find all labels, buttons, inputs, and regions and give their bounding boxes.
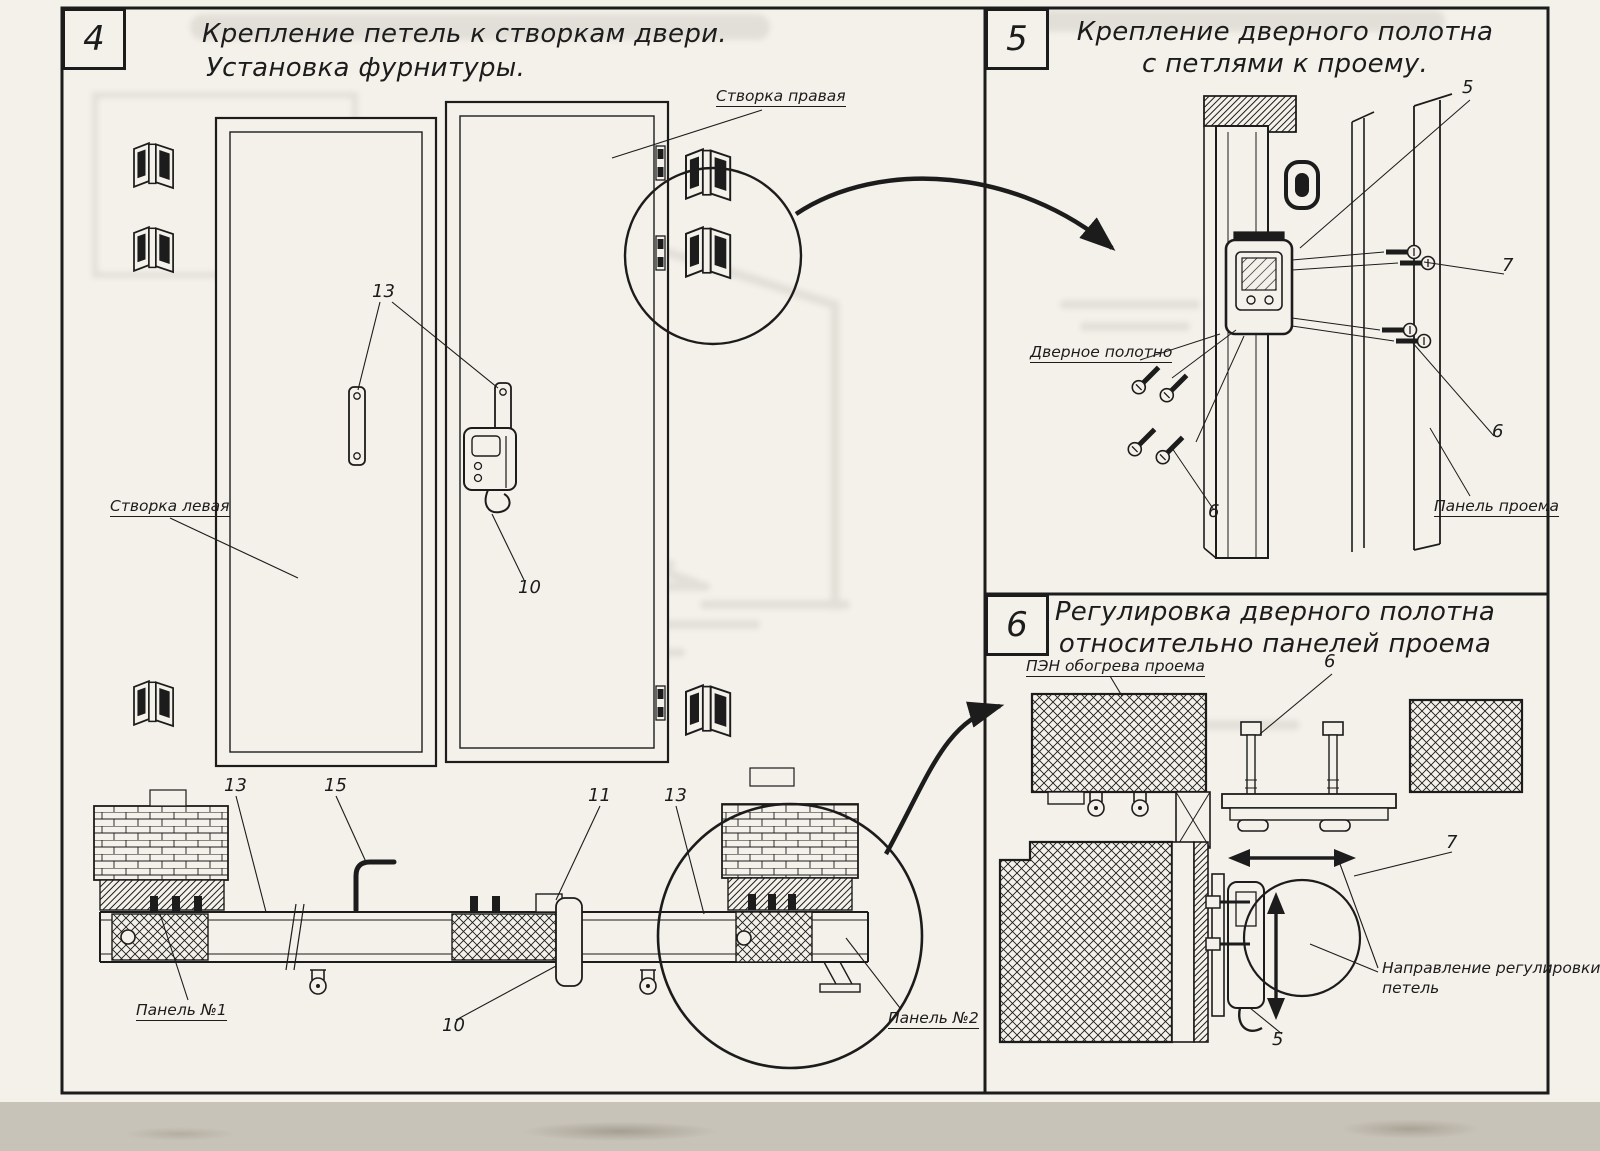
callout-7-plate: 7: [1446, 832, 1458, 853]
scan-edge: [0, 1102, 1600, 1151]
hinge-icons-right: [685, 148, 732, 737]
label-door-leaf: Дверное полотно: [1030, 343, 1173, 364]
callout-13-strips: 13: [372, 281, 395, 302]
panel6-number-box: 6: [985, 594, 1049, 656]
panel6-drawing: [998, 673, 1524, 1044]
arrow-to-panel6: [884, 701, 1005, 856]
left-door-leaf: [214, 116, 438, 768]
sheet-frame: [60, 6, 1550, 1095]
detail-circle-adjust: [1242, 878, 1362, 998]
panel5-number-box: 5: [985, 8, 1049, 70]
callout-6-screws-right: 6: [1492, 421, 1504, 442]
callout-15-section: 15: [324, 775, 347, 796]
latch-hardware: [348, 382, 517, 514]
rollers: [1047, 791, 1211, 849]
callout-10-section: 10: [442, 1015, 465, 1036]
panel4-number-box: 4: [62, 8, 126, 70]
callout-10-latch: 10: [518, 577, 541, 598]
label-panel1: Панель №1: [136, 1001, 227, 1022]
callout-5-hinge-bottom: 5: [1272, 1029, 1284, 1050]
callout-11-section: 11: [588, 785, 611, 806]
hinge-detail: [1224, 231, 1294, 336]
callout-6-bolt: 6: [1324, 651, 1336, 672]
hinge-icons-left: [133, 142, 174, 727]
label-heater: ПЭН обогрева проема: [1026, 657, 1205, 678]
section-bolts: [150, 894, 796, 912]
handle-hole: [1284, 160, 1320, 210]
panel6-title-line2: относительно панелей проема: [1058, 629, 1492, 659]
label-frame-panel: Панель проема: [1434, 497, 1559, 518]
frame-panel-strips: [1351, 93, 1453, 552]
wall-block: [998, 840, 1174, 1044]
panel6-title-line1: Регулировка дверного полотна: [1054, 597, 1496, 627]
panel5-title-line2: с петлями к проему.: [1141, 49, 1429, 79]
label-panel2: Панель №2: [888, 1009, 979, 1030]
panel4-title-line1: Крепление петель к створкам двери.: [202, 19, 727, 49]
callout-13-section-a: 13: [224, 775, 247, 796]
threshold-section: [93, 767, 924, 1070]
panel4-title-line2: Установка фурнитуры.: [206, 53, 526, 83]
callout-6-screws-left: 6: [1208, 501, 1220, 522]
panel6-leaders: [1109, 673, 1453, 1035]
callout-7-screws: 7: [1502, 255, 1514, 276]
handle-lever: [353, 859, 397, 913]
adjust-direction-arrows: [1228, 849, 1356, 1020]
panel5-title-line1: Крепление дверного полотна: [1076, 17, 1494, 47]
panel5-leaders: [1139, 99, 1505, 511]
panel6-number: 6: [1006, 605, 1028, 645]
adjust-bolts: [1221, 721, 1397, 832]
label-right-leaf: Створка правая: [716, 87, 846, 108]
panel4-leaders: [159, 109, 901, 1021]
panel4-number: 4: [83, 19, 105, 59]
detail-circle-threshold: [656, 802, 924, 1070]
panel5-number: 5: [1006, 19, 1028, 59]
heater-beam: [1030, 692, 1208, 794]
detail-circle-hinges: [623, 166, 803, 346]
arrow-to-panel5: [794, 176, 1116, 251]
callout-13-section-b: 13: [664, 785, 687, 806]
hinge-adjust-detail: [1205, 873, 1362, 1032]
label-direction-line1: Направление регулировки: [1382, 959, 1600, 977]
label-left-leaf: Створка левая: [110, 497, 230, 518]
label-direction-line2: петель: [1382, 979, 1440, 997]
panel4-drawing: [93, 100, 924, 1070]
callout-5-hinge: 5: [1462, 77, 1474, 98]
panel5-drawing: [1126, 93, 1505, 559]
